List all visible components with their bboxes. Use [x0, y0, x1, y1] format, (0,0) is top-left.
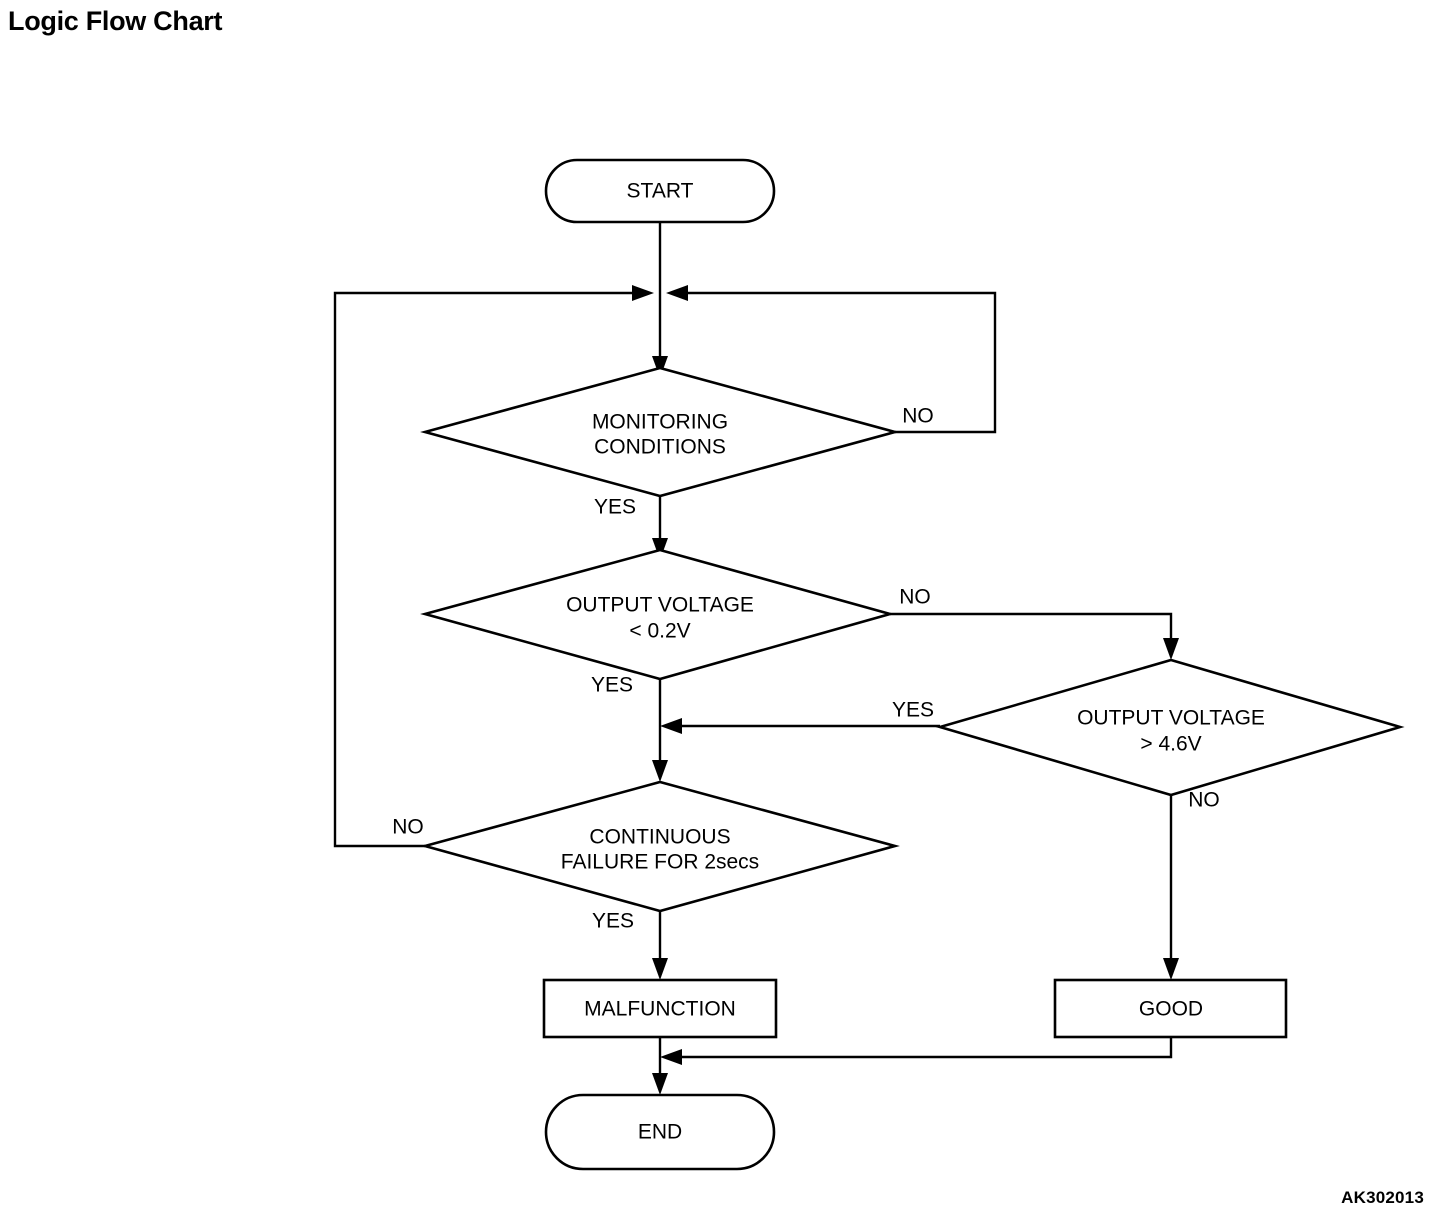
- edge-label-volthigh-no: NO: [1188, 789, 1220, 812]
- arrowhead-volthigh-yes: [660, 718, 682, 734]
- edge-label-continuous-yes: YES: [592, 910, 634, 933]
- continuous-label-line1: CONTINUOUS: [589, 826, 730, 849]
- arrowhead-continuous-no-merge: [632, 285, 654, 301]
- edge-voltlow-no: [890, 612, 1173, 648]
- arrowhead-monitoring-no-merge: [666, 285, 688, 301]
- edge-label-voltlow-no: NO: [899, 586, 931, 609]
- node-end[interactable]: END: [544, 1093, 776, 1171]
- node-good[interactable]: GOOD: [1053, 978, 1288, 1039]
- edge-monitoring-no-loop: [676, 291, 997, 434]
- node-output-voltage-low[interactable]: OUTPUT VOLTAGE < 0.2V: [420, 548, 895, 681]
- volt-low-shape: [420, 548, 895, 681]
- end-label: END: [638, 1121, 682, 1144]
- node-output-voltage-high[interactable]: OUTPUT VOLTAGE > 4.6V: [935, 658, 1405, 797]
- good-shape: [1053, 978, 1288, 1039]
- connectors: [333, 222, 1179, 1095]
- continuous-label-line2: FAILURE FOR 2secs: [561, 851, 759, 874]
- node-malfunction[interactable]: MALFUNCTION: [542, 978, 778, 1039]
- diagram-code: AK302013: [1341, 1188, 1424, 1207]
- edge-label-continuous-no: NO: [392, 816, 424, 839]
- edge-labels: NO YES NO YES YES NO NO YES: [392, 405, 1220, 933]
- edge-label-voltlow-yes: YES: [591, 674, 633, 697]
- arrowhead-good-join: [660, 1049, 682, 1065]
- volt-low-label-line2: < 0.2V: [629, 620, 690, 643]
- start-shape: [544, 158, 776, 224]
- edge-label-volthigh-yes: YES: [892, 699, 934, 722]
- arrowhead-voltlow-yes: [652, 760, 668, 782]
- start-label: START: [627, 180, 694, 203]
- arrowhead-to-end: [652, 1073, 668, 1095]
- malfunction-shape: [542, 978, 778, 1039]
- volt-low-label-line1: OUTPUT VOLTAGE: [566, 594, 754, 617]
- edge-label-monitoring-no: NO: [902, 405, 934, 428]
- volt-high-label-line2: > 4.6V: [1140, 733, 1201, 756]
- end-shape: [544, 1093, 776, 1171]
- monitoring-shape: [420, 366, 900, 498]
- continuous-shape: [420, 780, 900, 913]
- edge-continuous-no-loop: [333, 291, 644, 848]
- monitoring-label-line1: MONITORING: [592, 411, 728, 434]
- volt-high-label-line1: OUTPUT VOLTAGE: [1077, 707, 1265, 730]
- node-monitoring-conditions[interactable]: MONITORING CONDITIONS: [420, 366, 900, 498]
- volt-high-shape: [935, 658, 1405, 797]
- edge-label-monitoring-yes: YES: [594, 496, 636, 519]
- monitoring-label-line2: CONDITIONS: [594, 436, 726, 459]
- arrowhead-volthigh-no: [1163, 958, 1179, 980]
- page-title: Logic Flow Chart: [8, 6, 223, 36]
- edge-good-to-end: [672, 1037, 1173, 1059]
- arrowhead-continuous-yes: [652, 958, 668, 980]
- good-label: GOOD: [1139, 998, 1203, 1021]
- node-start[interactable]: START: [544, 158, 776, 224]
- malfunction-label: MALFUNCTION: [584, 998, 736, 1021]
- arrowhead-voltlow-no: [1163, 638, 1179, 660]
- node-continuous-failure[interactable]: CONTINUOUS FAILURE FOR 2secs: [420, 780, 900, 913]
